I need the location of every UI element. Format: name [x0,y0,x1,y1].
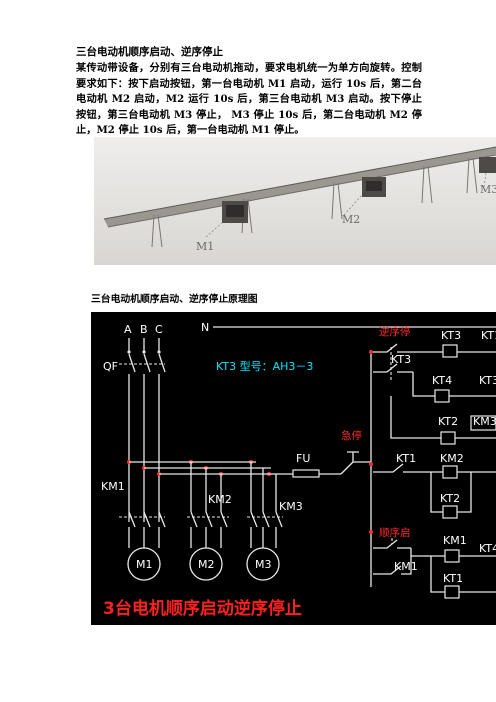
schematic-banner: 3台电机顺序启动逆序停止 [103,598,302,619]
page-title: 三台电动机顺序启动、逆序停止 [76,46,223,58]
ctrl-km3-a-label: KM3 [473,415,496,428]
kt3-model-text: KT3 型号：AH3－3 [216,359,313,373]
ctrl-kt2-a-label: KT2 [438,415,458,428]
reverse-stop-label: 逆序停 [379,325,411,338]
schematic-diagram: A B C N QF KT3 型号：AH3－3 FU 急停 [91,312,496,625]
ctrl-kt4-a-label: KT4 [432,374,452,387]
km3-main-label: KM3 [279,500,303,513]
photo-label-m2: M2 [342,213,360,226]
motor-m1-label: M1 [136,558,153,571]
phase-a-label: A [124,323,132,336]
km2-main-label: KM2 [208,493,232,506]
motor-m2-symbol: M2 [189,547,223,581]
ctrl-km2-a-label: KM2 [440,452,464,465]
ctrl-kt2-b-label: KT2 [440,492,460,505]
ctrl-kt1-a-label: KT1 [481,329,496,342]
fu-label: FU [296,452,310,465]
sequence-start-label: 顺序启 [379,526,411,539]
motor-unit-3 [479,157,496,173]
schematic-caption: 三台电动机顺序启动、逆序停止原理图 [91,294,258,305]
ctrl-kt1-c-label: KT1 [443,572,463,585]
neutral-label: N [201,321,209,334]
ctrl-kt3-a-label: KT3 [391,353,411,366]
ctrl-kt4-b-label: KT4 [479,542,496,555]
description-paragraph: 某传动带设备，分别有三台电动机拖动，要求电机统一为单方向旋转。控制要求如下：按下… [76,62,422,137]
phase-b-label: B [140,323,148,336]
motor-m3-label: M3 [255,558,272,571]
photo-label-m3: M3 [480,183,496,196]
motor-m2-label: M2 [198,558,215,571]
ctrl-kt1-b-label: KT1 [396,452,416,465]
conveyor-photo: M1 M2 M3 [94,137,496,265]
motor-unit-1 [222,201,248,223]
ctrl-km1-b-label: KM1 [394,560,418,573]
ctrl-km1-a-label: KM1 [443,534,467,547]
ctrl-kt3-b-label: KT3 [441,329,461,342]
ctrl-kt3-c-label: KT3 [479,374,496,387]
motor-m1-symbol: M1 [127,547,161,581]
emergency-stop-label: 急停 [341,429,362,442]
phase-c-label: C [155,323,163,336]
km1-main-label: KM1 [101,480,125,493]
photo-label-m1: M1 [196,240,214,253]
motor-unit-2 [362,177,386,197]
motor-m3-symbol: M3 [246,547,280,581]
qf-label: QF [103,360,118,373]
